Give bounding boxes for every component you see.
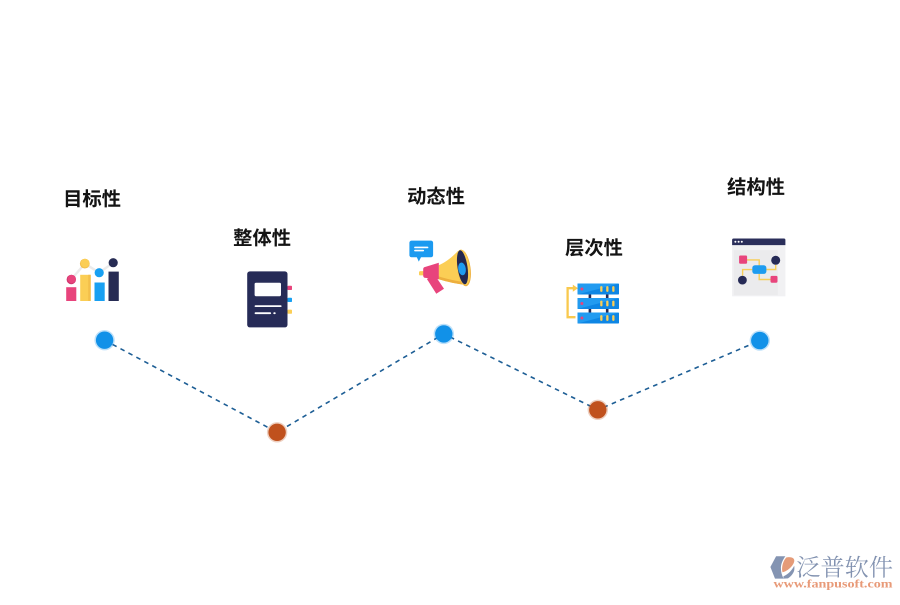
svg-text:www.fanpusoft.com: www.fanpusoft.com xyxy=(774,576,893,590)
